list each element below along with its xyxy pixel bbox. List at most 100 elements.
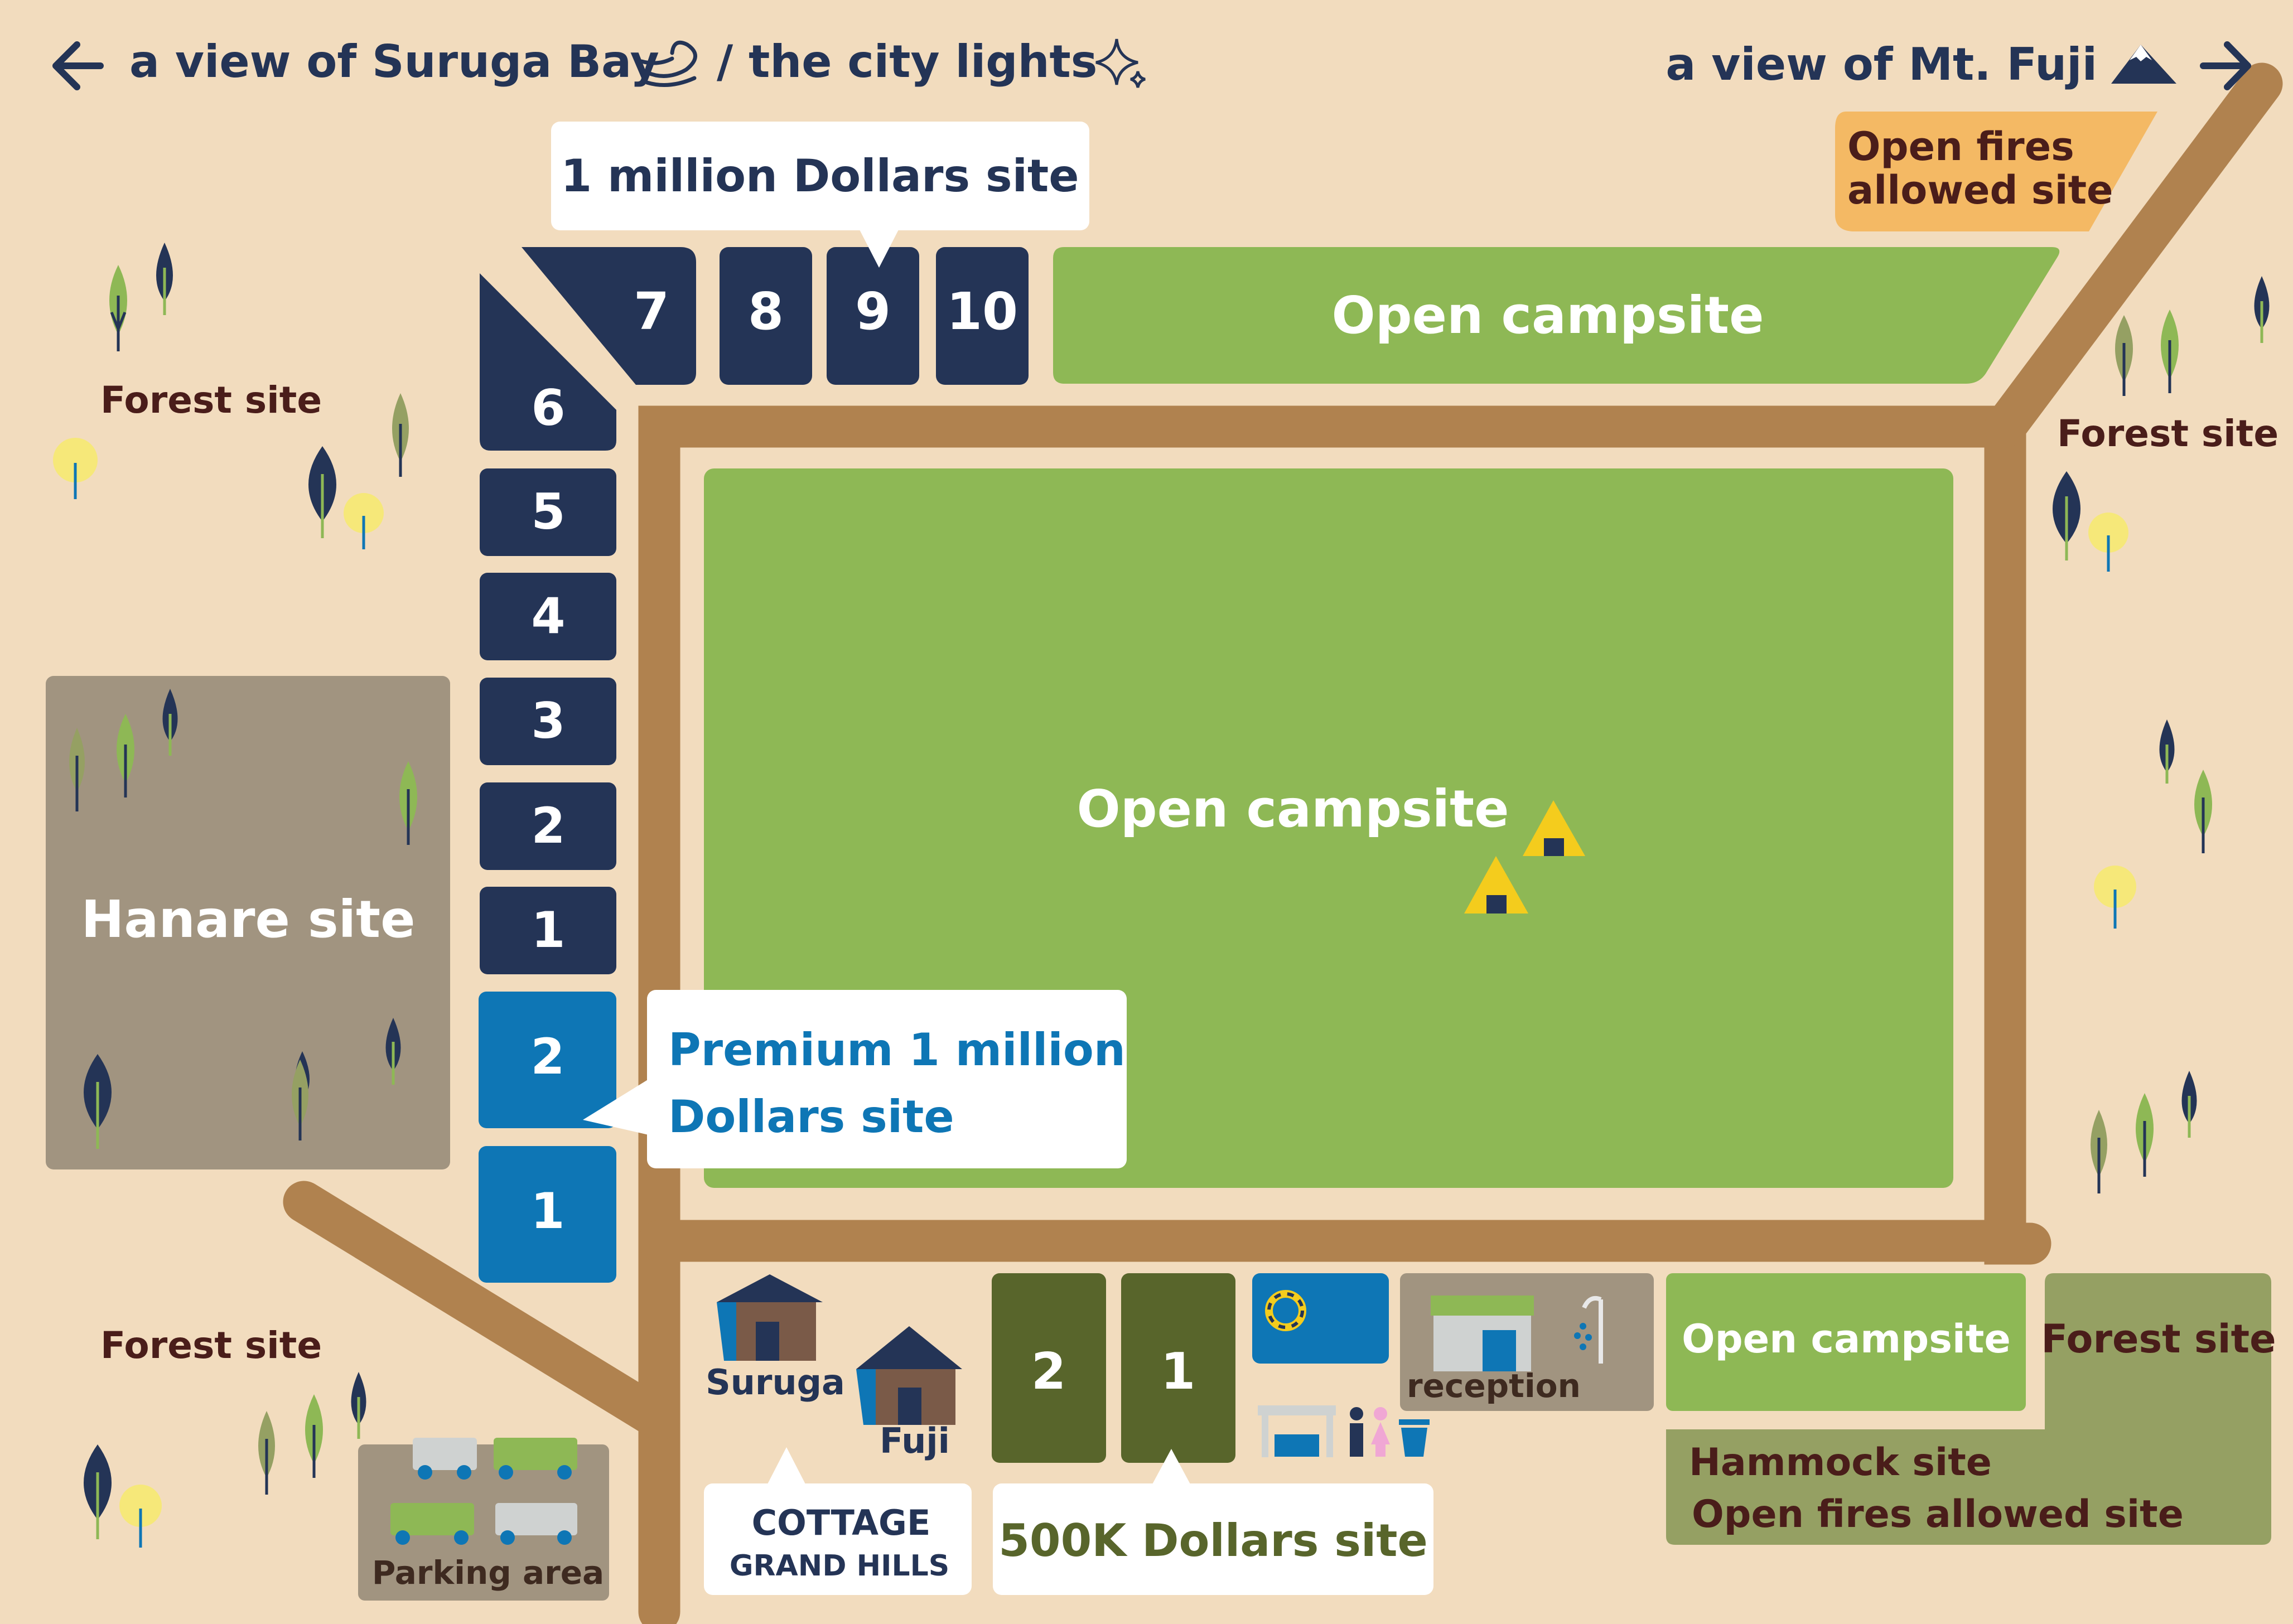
site-6-label: 6 xyxy=(531,379,565,437)
site-2[interactable] xyxy=(480,782,616,870)
cottage-line2: GRAND HILLS xyxy=(730,1549,949,1583)
trees xyxy=(53,243,2270,1548)
car-icon xyxy=(494,1438,577,1480)
tree-icon xyxy=(2091,1110,2107,1193)
tree-icon xyxy=(156,243,173,315)
shower-icon xyxy=(1574,1296,1603,1364)
navy-sites-top-row: 7 8 9 10 xyxy=(522,247,1029,385)
tree-icon xyxy=(2094,866,2136,929)
site-1-label: 1 xyxy=(531,901,565,959)
house-icon xyxy=(1431,1296,1534,1371)
site-4-label: 4 xyxy=(531,587,565,645)
premium-line2: Dollars site xyxy=(668,1091,954,1143)
tree-icon xyxy=(2088,513,2128,572)
site-8-label: 8 xyxy=(748,282,784,341)
tree-icon xyxy=(308,446,336,538)
site-10-label: 10 xyxy=(947,282,1018,341)
house-icon xyxy=(717,1274,823,1361)
hanare-site-area xyxy=(46,676,450,1169)
premium-site-1-label: 1 xyxy=(530,1182,564,1240)
tree-icon xyxy=(69,728,85,811)
tent-icon xyxy=(1464,856,1528,914)
open-campsite-top-label: Open campsite xyxy=(1332,286,1764,345)
site-7[interactable] xyxy=(522,247,696,385)
parking-area-label: Parking area xyxy=(372,1554,604,1592)
wave-icon xyxy=(639,40,697,87)
site-9[interactable] xyxy=(827,247,919,385)
arrow-left-icon xyxy=(52,41,104,90)
hammock-line2: Open fires allowed site xyxy=(1692,1492,2184,1536)
pool-icon xyxy=(1265,1290,1306,1331)
premium-site-1[interactable] xyxy=(479,1146,616,1283)
tree-icon xyxy=(119,1485,162,1548)
pool xyxy=(1252,1273,1389,1364)
site-9-label: 9 xyxy=(855,282,891,341)
site-3[interactable] xyxy=(480,678,616,765)
open-campsite-small-label: Open campsite xyxy=(1682,1316,2011,1362)
tree-icon xyxy=(305,1394,323,1478)
tree-icon xyxy=(2181,1071,2197,1138)
tree-icon xyxy=(84,1444,112,1539)
premium-site-2-label: 2 xyxy=(530,1028,564,1085)
header-left-label: a view of Suruga Bay xyxy=(129,36,659,88)
header-right-direction: a view of Mt. Fuji xyxy=(1666,38,2251,90)
k500-label: 500K Dollars site xyxy=(998,1515,1428,1567)
site-6[interactable] xyxy=(480,273,616,451)
site-3-label: 3 xyxy=(531,692,565,750)
tree-icon xyxy=(53,438,98,499)
northeast-road xyxy=(1984,62,2283,448)
cottage-callout: COTTAGE GRAND HILLS xyxy=(704,1447,972,1595)
forest-site-bottom-left-label: Forest site xyxy=(100,1324,322,1367)
tree-icon xyxy=(109,265,127,351)
open-fires-line2: allowed site xyxy=(1847,167,2113,213)
site-5[interactable] xyxy=(480,468,616,556)
k500-callout: 500K Dollars site xyxy=(993,1449,1433,1595)
tree-icon xyxy=(344,493,384,549)
tree-icon xyxy=(2159,719,2175,784)
southwest-road xyxy=(283,1181,680,1441)
forest-site-top-left-label: Forest site xyxy=(100,379,322,422)
site-4[interactable] xyxy=(480,573,616,660)
toilet-icon xyxy=(1350,1407,1390,1457)
premium-site-2[interactable] xyxy=(479,992,616,1128)
k500-site-2-label: 2 xyxy=(1031,1342,1066,1401)
k500-site-2[interactable] xyxy=(992,1273,1106,1463)
cottage-line1: COTTAGE xyxy=(752,1502,931,1543)
tree-icon xyxy=(2161,310,2179,393)
cottage-suruga-label: Suruga xyxy=(706,1362,845,1403)
tree-icon xyxy=(292,1060,308,1140)
site-8[interactable] xyxy=(720,247,812,385)
header-separator-label: / the city lights xyxy=(717,36,1097,88)
tree-icon xyxy=(399,761,417,845)
tree-icon xyxy=(2254,276,2270,343)
k500-site-1[interactable] xyxy=(1121,1273,1235,1463)
arrow-right-icon xyxy=(2200,41,2251,90)
bbq-shelter-icon xyxy=(1258,1405,1336,1457)
k500-site-1-label: 1 xyxy=(1161,1342,1196,1401)
tent-icon xyxy=(1523,800,1585,856)
open-fires-callout xyxy=(1835,112,2157,231)
site-10[interactable] xyxy=(936,247,1029,385)
tree-icon xyxy=(2194,770,2212,853)
site-5-label: 5 xyxy=(531,483,565,540)
tree-icon xyxy=(2053,471,2080,560)
forest-site-bottom-right-label: Forest site xyxy=(2041,1316,2276,1362)
house-icon xyxy=(856,1326,962,1425)
header-right-label: a view of Mt. Fuji xyxy=(1666,38,2097,90)
site-7-label: 7 xyxy=(634,282,669,341)
open-fires-line1: Open fires xyxy=(1847,124,2074,170)
tree-icon xyxy=(385,1018,401,1085)
million-site-label: 1 million Dollars site xyxy=(561,150,1079,202)
open-campsite-center-label: Open campsite xyxy=(1077,779,1509,839)
car-icon xyxy=(413,1438,477,1480)
site-1[interactable] xyxy=(480,887,616,974)
hammock-forest-area xyxy=(1666,1273,2271,1545)
premium-site-callout: Premium 1 million Dollars site xyxy=(583,990,1127,1168)
navy-sites-left-column: 6 5 4 3 2 1 xyxy=(480,273,616,974)
car-icon xyxy=(390,1503,474,1545)
cottage-fuji-label: Fuji xyxy=(880,1420,950,1461)
header-left-direction: a view of Suruga Bay / the city lights xyxy=(52,36,1146,90)
premium-sites: 2 1 xyxy=(479,992,616,1283)
tree-icon xyxy=(392,393,409,477)
